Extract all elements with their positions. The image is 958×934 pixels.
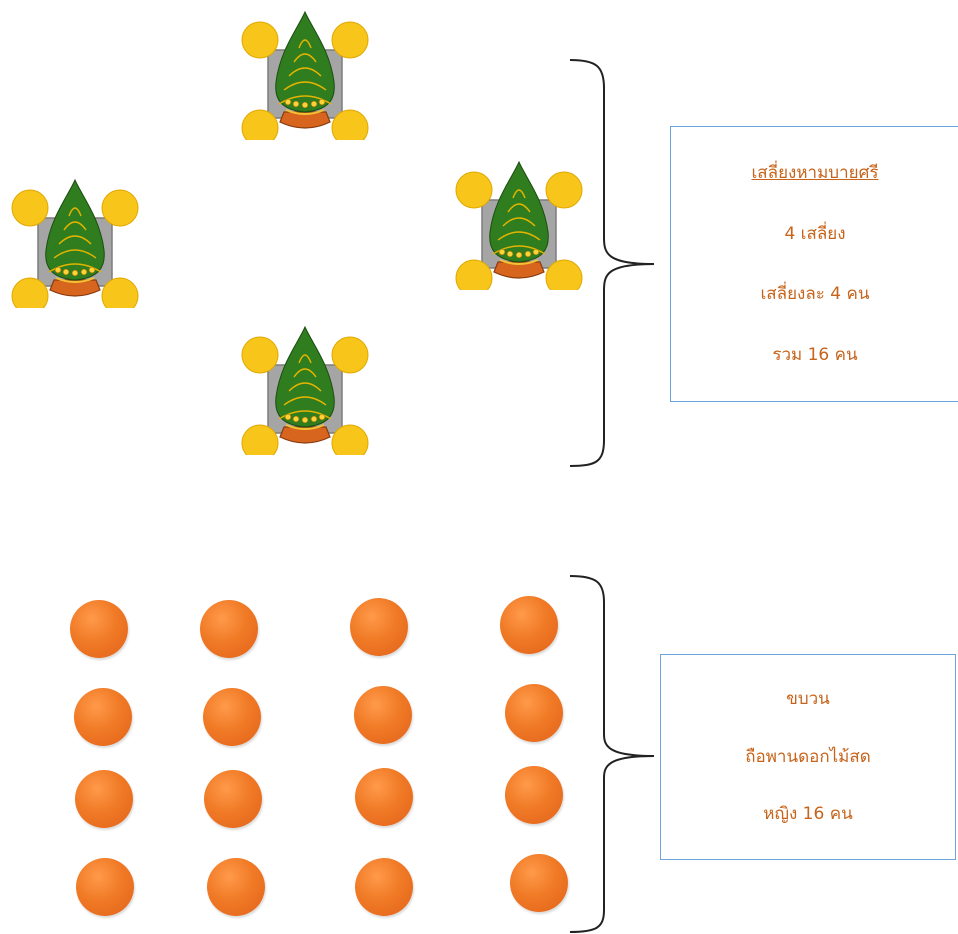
palanquin-info-box: เสลี่ยงหามบายศรี 4 เสลี่ยง เสลี่ยงละ 4 ค… bbox=[670, 126, 958, 402]
bearer-dot bbox=[70, 600, 128, 658]
bearer-dot bbox=[354, 686, 412, 744]
yellow-circle-carrier-icon bbox=[101, 189, 139, 227]
yellow-circle-carrier-icon bbox=[241, 424, 279, 455]
procession-label: ขบวน bbox=[786, 689, 830, 710]
palanquin-count: 4 เสลี่ยง bbox=[784, 223, 846, 244]
yellow-circle-carrier-icon bbox=[241, 336, 279, 374]
yellow-circle-carrier-icon bbox=[455, 259, 493, 290]
flower-tray-label: ถือพานดอกไม้สด bbox=[745, 746, 871, 767]
bearer-dot bbox=[500, 596, 558, 654]
yellow-circle-carrier-icon bbox=[545, 259, 583, 290]
bearer-dot bbox=[203, 688, 261, 746]
bearer-dot bbox=[75, 770, 133, 828]
yellow-circle-carrier-icon bbox=[241, 109, 279, 140]
flower-bearer-info-box: ขบวน ถือพานดอกไม้สด หญิง 16 คน bbox=[660, 654, 956, 860]
yellow-circle-carrier-icon bbox=[241, 21, 279, 59]
yellow-circle-carrier-icon bbox=[545, 171, 583, 209]
bearer-dot bbox=[510, 854, 568, 912]
bearer-dot bbox=[74, 688, 132, 746]
bearer-dot bbox=[350, 598, 408, 656]
yellow-circle-carrier-icon bbox=[11, 277, 49, 308]
bai-sri-offering-icon bbox=[489, 160, 549, 279]
bearer-dot bbox=[76, 858, 134, 916]
right-brace-group-one bbox=[569, 59, 655, 467]
bearer-dot bbox=[355, 768, 413, 826]
bearer-dot bbox=[505, 766, 563, 824]
palanquin-formation-top bbox=[240, 10, 370, 140]
bearer-dot bbox=[355, 858, 413, 916]
bai-sri-offering-icon bbox=[275, 10, 335, 129]
palanquin-title: เสลี่ยงหามบายศรี bbox=[751, 163, 879, 184]
yellow-circle-carrier-icon bbox=[101, 277, 139, 308]
right-brace-group-two bbox=[569, 575, 655, 933]
palanquin-total: รวม 16 คน bbox=[772, 344, 858, 365]
carriers-per-palanquin: เสลี่ยงละ 4 คน bbox=[760, 284, 870, 305]
palanquin-formation-left bbox=[10, 178, 140, 308]
bai-sri-offering-icon bbox=[45, 178, 105, 297]
yellow-circle-carrier-icon bbox=[331, 109, 369, 140]
bearer-dot bbox=[505, 684, 563, 742]
bearer-dot bbox=[200, 600, 258, 658]
bearer-dot bbox=[204, 770, 262, 828]
yellow-circle-carrier-icon bbox=[331, 336, 369, 374]
palanquin-formation-right bbox=[454, 160, 584, 290]
bearer-dot bbox=[207, 858, 265, 916]
yellow-circle-carrier-icon bbox=[331, 424, 369, 455]
women-count: หญิง 16 คน bbox=[763, 804, 853, 825]
bai-sri-offering-icon bbox=[275, 325, 335, 444]
yellow-circle-carrier-icon bbox=[11, 189, 49, 227]
palanquin-formation-bottom bbox=[240, 325, 370, 455]
yellow-circle-carrier-icon bbox=[455, 171, 493, 209]
yellow-circle-carrier-icon bbox=[331, 21, 369, 59]
